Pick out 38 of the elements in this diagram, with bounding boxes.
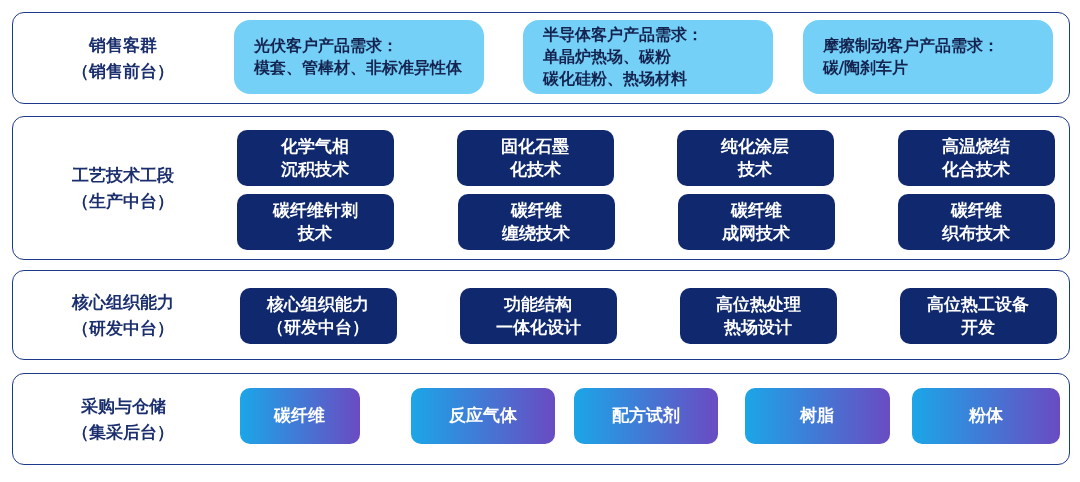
capability-box: 碳纤维针刺技术 [236, 193, 394, 250]
requirement-box [233, 19, 484, 94]
material-box: 树脂 [744, 387, 890, 444]
capability-box: 高位热处理热场设计 [679, 287, 837, 344]
material-box: 粉体 [911, 387, 1060, 444]
capability-box: 功能结构一体化设计 [459, 287, 617, 344]
requirement-title: 光伏客户产品需求： [253, 34, 399, 57]
capability-box: 碳纤维成网技术 [677, 193, 835, 250]
layer-title: （生产中台） [71, 189, 175, 213]
capability-box: 固化石墨化技术 [456, 129, 614, 186]
requirement-box [802, 19, 1053, 94]
layer-title: 工艺技术工段 [71, 163, 175, 187]
layer-band [12, 373, 1070, 465]
requirement-box [522, 19, 773, 94]
capability-box: 高位热工设备开发 [899, 287, 1057, 344]
capability-box: 核心组织能力（研发中台） [239, 287, 397, 344]
requirement-text: 单晶炉热场、碳粉碳化硅粉、热场材料 [542, 45, 688, 90]
requirement-text: 模套、管棒材、非标准异性体 [253, 56, 463, 79]
capability-box: 纯化涂层技术 [676, 129, 834, 186]
layer-title: 核心组织能力 [70, 290, 175, 314]
capability-box: 高温烧结化合技术 [897, 129, 1055, 186]
layer-title: 销售客群 [87, 33, 158, 57]
layer-band [12, 270, 1070, 360]
capability-box: 化学气相沉积技术 [236, 129, 394, 186]
requirement-title: 摩擦制动客户产品需求： [822, 34, 1000, 57]
layer-title: （研发中台） [71, 316, 175, 340]
material-box: 碳纤维 [239, 387, 360, 444]
requirement-text: 碳/陶刹车片 [822, 56, 910, 79]
layer-band [12, 116, 1070, 260]
layer-band [12, 12, 1070, 104]
layer-title: 采购与仓储 [79, 394, 167, 418]
requirement-title: 半导体客户产品需求： [542, 23, 704, 46]
layer-title: （集采后台） [71, 420, 175, 444]
capability-box: 碳纤维缠绕技术 [457, 193, 615, 250]
material-box: 反应气体 [410, 387, 555, 444]
layer-title: （销售前台） [71, 59, 175, 83]
material-box: 配方试剂 [573, 387, 718, 444]
capability-box: 碳纤维织布技术 [897, 193, 1055, 250]
